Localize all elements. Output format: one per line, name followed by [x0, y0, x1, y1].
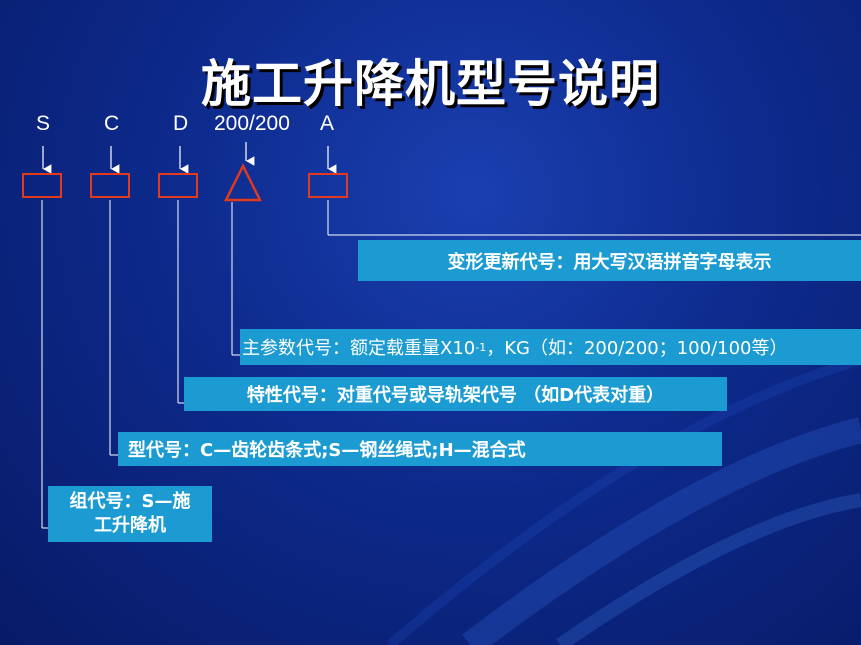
- code-d: D: [173, 112, 189, 135]
- code-s: S: [36, 112, 51, 135]
- code-box-s: [22, 173, 62, 198]
- code-c: C: [104, 112, 120, 135]
- label-group-code: 组代号：S—施 工升降机: [48, 486, 212, 542]
- page-title: 施工升降机型号说明: [201, 54, 660, 113]
- label-change-code: 变形更新代号：用大写汉语拼音字母表示: [358, 240, 861, 281]
- label-param-exponent: -1: [475, 340, 487, 354]
- code-box-a: [308, 173, 348, 198]
- label-group-line2: 工升降机: [94, 515, 166, 536]
- code-param: 200/200: [214, 112, 290, 135]
- label-param-text: 主参数代号：额定载重量X10: [242, 338, 476, 359]
- label-param-example: ，KG（如：200/200；100/100等）: [486, 338, 788, 359]
- code-box-c: [90, 173, 130, 198]
- label-feature-code: 特性代号：对重代号或导轨架代号 （如D代表对重）: [184, 377, 727, 411]
- code-box-d: [158, 173, 198, 198]
- label-type-code: 型代号：C—齿轮齿条式;S—钢丝绳式;H—混合式: [118, 432, 722, 466]
- label-param-code: 主参数代号：额定载重量X10-1，KG（如：200/200；100/100等）: [240, 329, 861, 365]
- code-a: A: [320, 112, 335, 135]
- param-triangle: [223, 163, 263, 202]
- label-group-line1: 组代号：S—施: [69, 491, 191, 512]
